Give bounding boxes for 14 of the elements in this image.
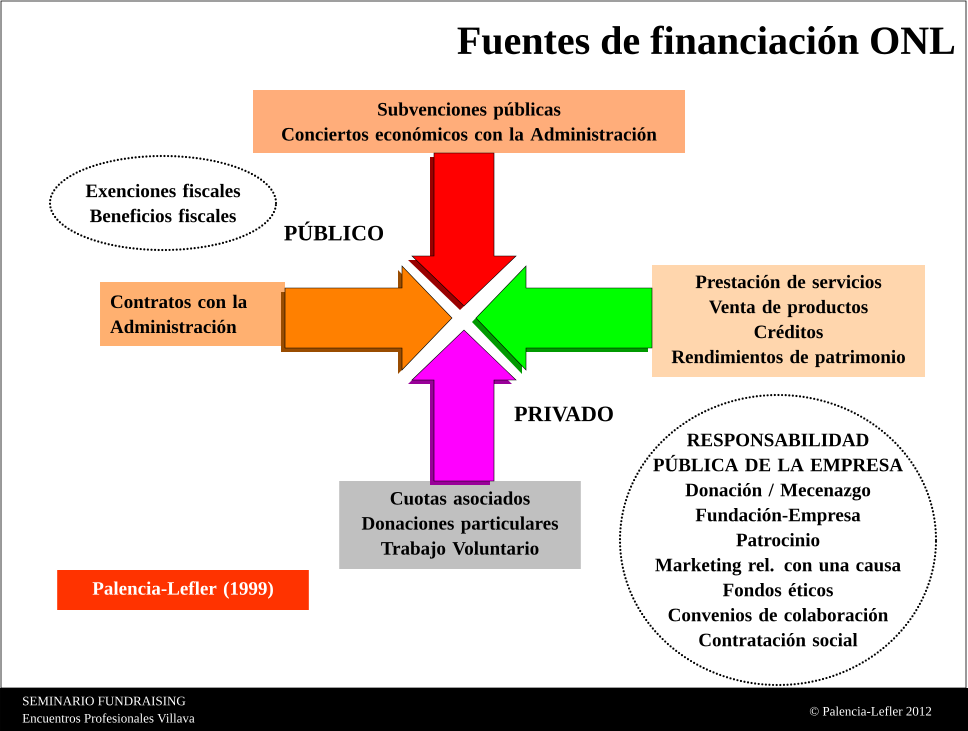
funding-box: Contratos con la Administración bbox=[100, 282, 285, 346]
funding-box: Prestación de servicios Venta de productos Créditos Rendimientos de patrimonio bbox=[652, 265, 925, 377]
sector-label: PRIVADO bbox=[514, 406, 613, 422]
block-arrow bbox=[472, 265, 652, 374]
block-arrow bbox=[408, 330, 517, 485]
footer-text: Encuentros Profesionales Villava bbox=[22, 713, 195, 723]
title: Fuentes de financiación ONL bbox=[458, 26, 954, 54]
footer-text: SEMINARIO FUNDRAISING bbox=[23, 696, 186, 706]
sector-label: PÚBLICO bbox=[284, 221, 384, 241]
citation-box: Palencia-Lefler (1999) bbox=[57, 570, 309, 610]
footer-text: © Palencia-Lefler 2012 bbox=[810, 706, 932, 716]
funding-box: Subvenciones públicas Conciertos económicos con la Administración bbox=[253, 90, 685, 153]
block-arrow bbox=[281, 265, 452, 374]
funding-box: Cuotas asociados Donaciones particulares Trabajo Voluntario bbox=[339, 481, 581, 569]
